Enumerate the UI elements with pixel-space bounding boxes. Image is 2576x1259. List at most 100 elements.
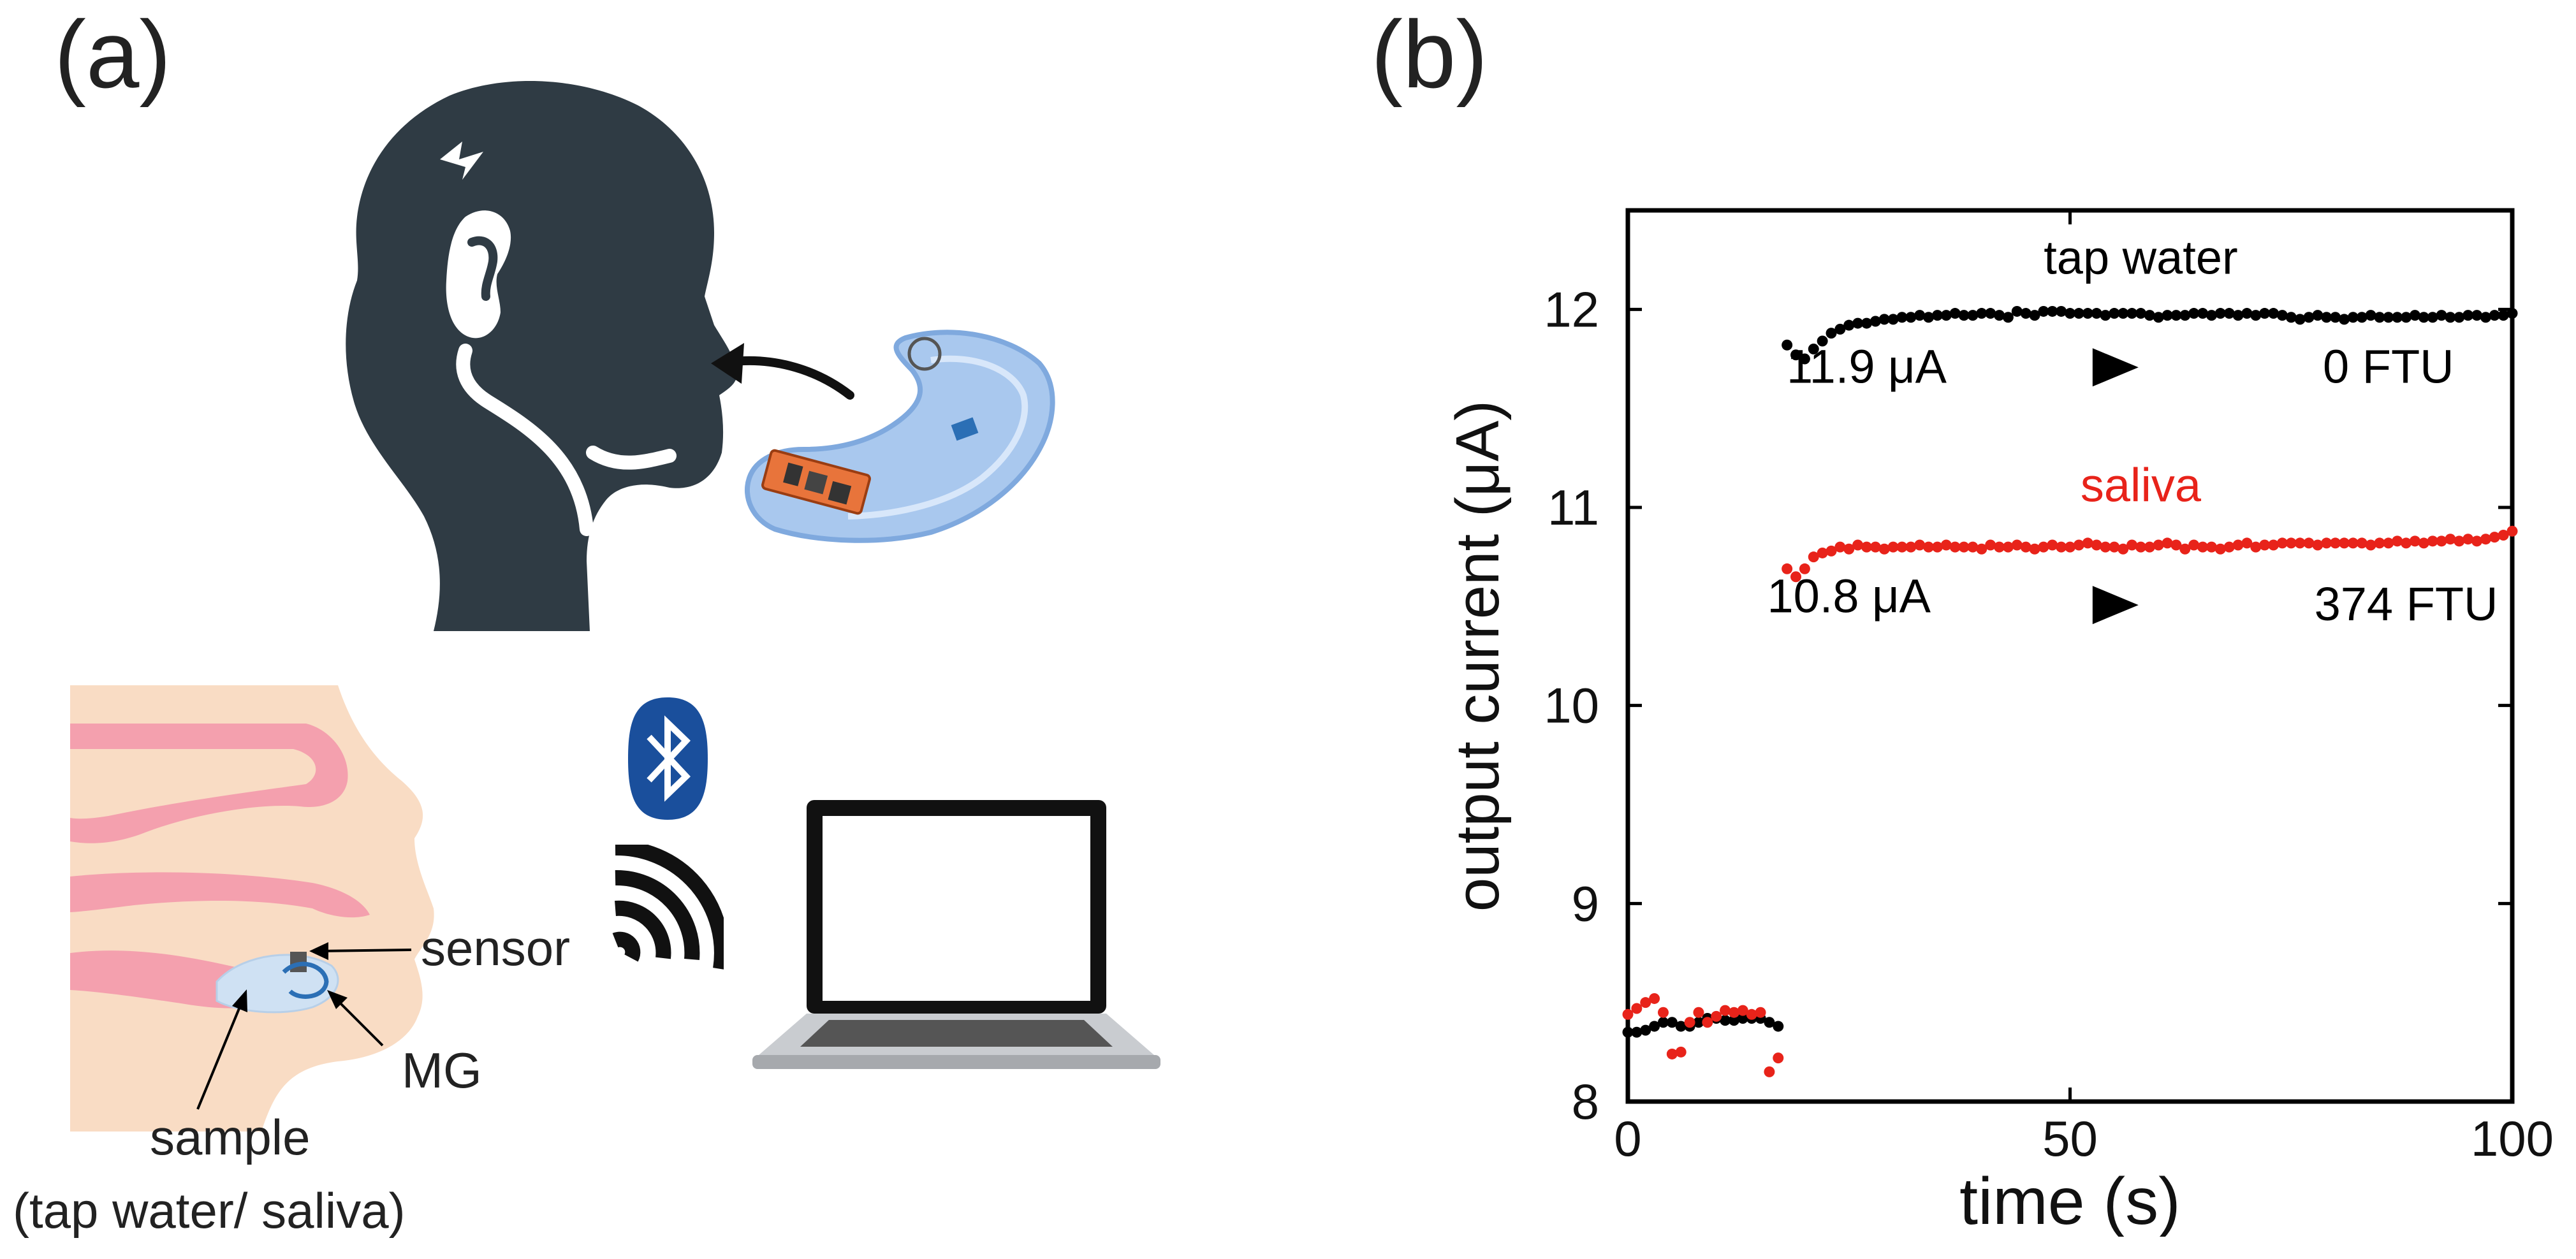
x-tick-label: 50	[2042, 1110, 2098, 1167]
data-point	[2383, 312, 2394, 323]
data-point	[1790, 349, 1802, 361]
data-point	[1799, 563, 1810, 574]
data-point	[2011, 305, 2023, 317]
data-point	[2268, 308, 2280, 319]
y-axis-label: output current (μA)	[1444, 400, 1512, 912]
data-point	[1834, 541, 1846, 553]
data-point	[2232, 310, 2244, 321]
data-point	[2170, 539, 2182, 551]
data-point	[2065, 541, 2075, 553]
data-point	[2436, 535, 2447, 547]
insert-arrow-icon	[711, 343, 854, 400]
data-point	[2338, 314, 2350, 325]
data-point	[2454, 312, 2465, 323]
data-point	[2250, 310, 2262, 321]
data-point	[1737, 1005, 1748, 1016]
data-point	[1817, 547, 1828, 558]
data-point	[2294, 314, 2306, 325]
sensor-label: sensor	[421, 920, 571, 976]
data-point	[2065, 308, 2075, 319]
data-point	[1622, 1026, 1634, 1038]
mg-label: MG	[402, 1042, 482, 1098]
data-point	[2365, 539, 2376, 551]
data-point	[1817, 335, 1828, 347]
data-point	[1887, 314, 1899, 325]
data-point	[2276, 537, 2288, 549]
data-point	[1764, 1017, 1775, 1028]
x-axis-label: time (s)	[1959, 1165, 2181, 1237]
data-point	[2073, 308, 2084, 319]
mouthguard-icon	[744, 330, 1055, 543]
data-point	[2188, 539, 2200, 551]
data-point	[1799, 353, 1810, 365]
data-point	[1985, 308, 1996, 319]
data-point	[2038, 541, 2049, 553]
data-point	[1870, 316, 1881, 327]
data-point	[2056, 305, 2067, 317]
data-point	[2356, 537, 2367, 549]
x-tick-label: 100	[2471, 1110, 2554, 1167]
data-point	[2427, 535, 2438, 547]
data-point	[1675, 1046, 1687, 1058]
data-point	[2498, 529, 2509, 541]
saliva-label-annotation: saliva	[2081, 459, 2202, 512]
data-point	[2489, 310, 2500, 321]
data-point	[2276, 310, 2288, 321]
data-point	[1923, 312, 1935, 323]
data-point	[1764, 1066, 1775, 1077]
data-point	[2259, 539, 2271, 551]
data-point	[1782, 339, 1793, 351]
data-point	[1693, 1017, 1704, 1028]
data-point	[1887, 541, 1899, 553]
data-point	[2109, 308, 2120, 319]
data-point	[2188, 308, 2200, 319]
data-point	[2029, 310, 2040, 321]
data-point	[2374, 312, 2385, 323]
data-point	[2338, 537, 2350, 549]
data-point	[1649, 1021, 1660, 1032]
data-point	[2135, 541, 2146, 553]
data-point	[1940, 310, 1952, 321]
data-point	[1737, 1013, 1748, 1024]
data-point	[2223, 541, 2235, 553]
data-point	[2232, 539, 2244, 551]
data-point	[1958, 310, 1970, 321]
data-point	[2047, 305, 2058, 317]
data-point	[1622, 1008, 1634, 1020]
data-point	[2285, 537, 2297, 549]
data-point	[1914, 539, 1926, 551]
data-point	[2250, 541, 2262, 553]
data-point	[2162, 537, 2173, 549]
data-point	[1861, 541, 1872, 553]
data-point	[2170, 310, 2182, 321]
data-point	[2374, 537, 2385, 549]
data-point	[1657, 1007, 1669, 1018]
data-point	[1976, 308, 1987, 319]
data-point	[1728, 1015, 1739, 1026]
data-point	[2303, 312, 2315, 323]
data-point	[2241, 308, 2253, 319]
data-point	[2214, 543, 2226, 555]
data-point	[1782, 563, 1793, 574]
sample-sub-label: (tap water/ saliva)	[13, 1183, 406, 1239]
laptop-icon	[752, 800, 1160, 1069]
data-point	[2082, 308, 2093, 319]
data-point	[2162, 310, 2173, 321]
data-point	[2285, 312, 2297, 323]
data-point	[2418, 537, 2429, 549]
data-point	[2321, 537, 2332, 549]
data-point	[1773, 1052, 1784, 1064]
data-point	[1693, 1007, 1704, 1018]
data-point	[2312, 539, 2324, 551]
data-point	[2038, 305, 2049, 317]
saliva-current-annotation: 10.8 μA	[1767, 570, 1931, 623]
data-point	[2002, 312, 2014, 323]
data-point	[1631, 1026, 1643, 1038]
data-point	[1702, 1017, 1713, 1028]
data-point	[1967, 541, 1979, 553]
data-point	[2056, 541, 2067, 553]
data-point	[2144, 310, 2155, 321]
data-point	[1878, 543, 1890, 555]
data-point	[1905, 312, 1917, 323]
